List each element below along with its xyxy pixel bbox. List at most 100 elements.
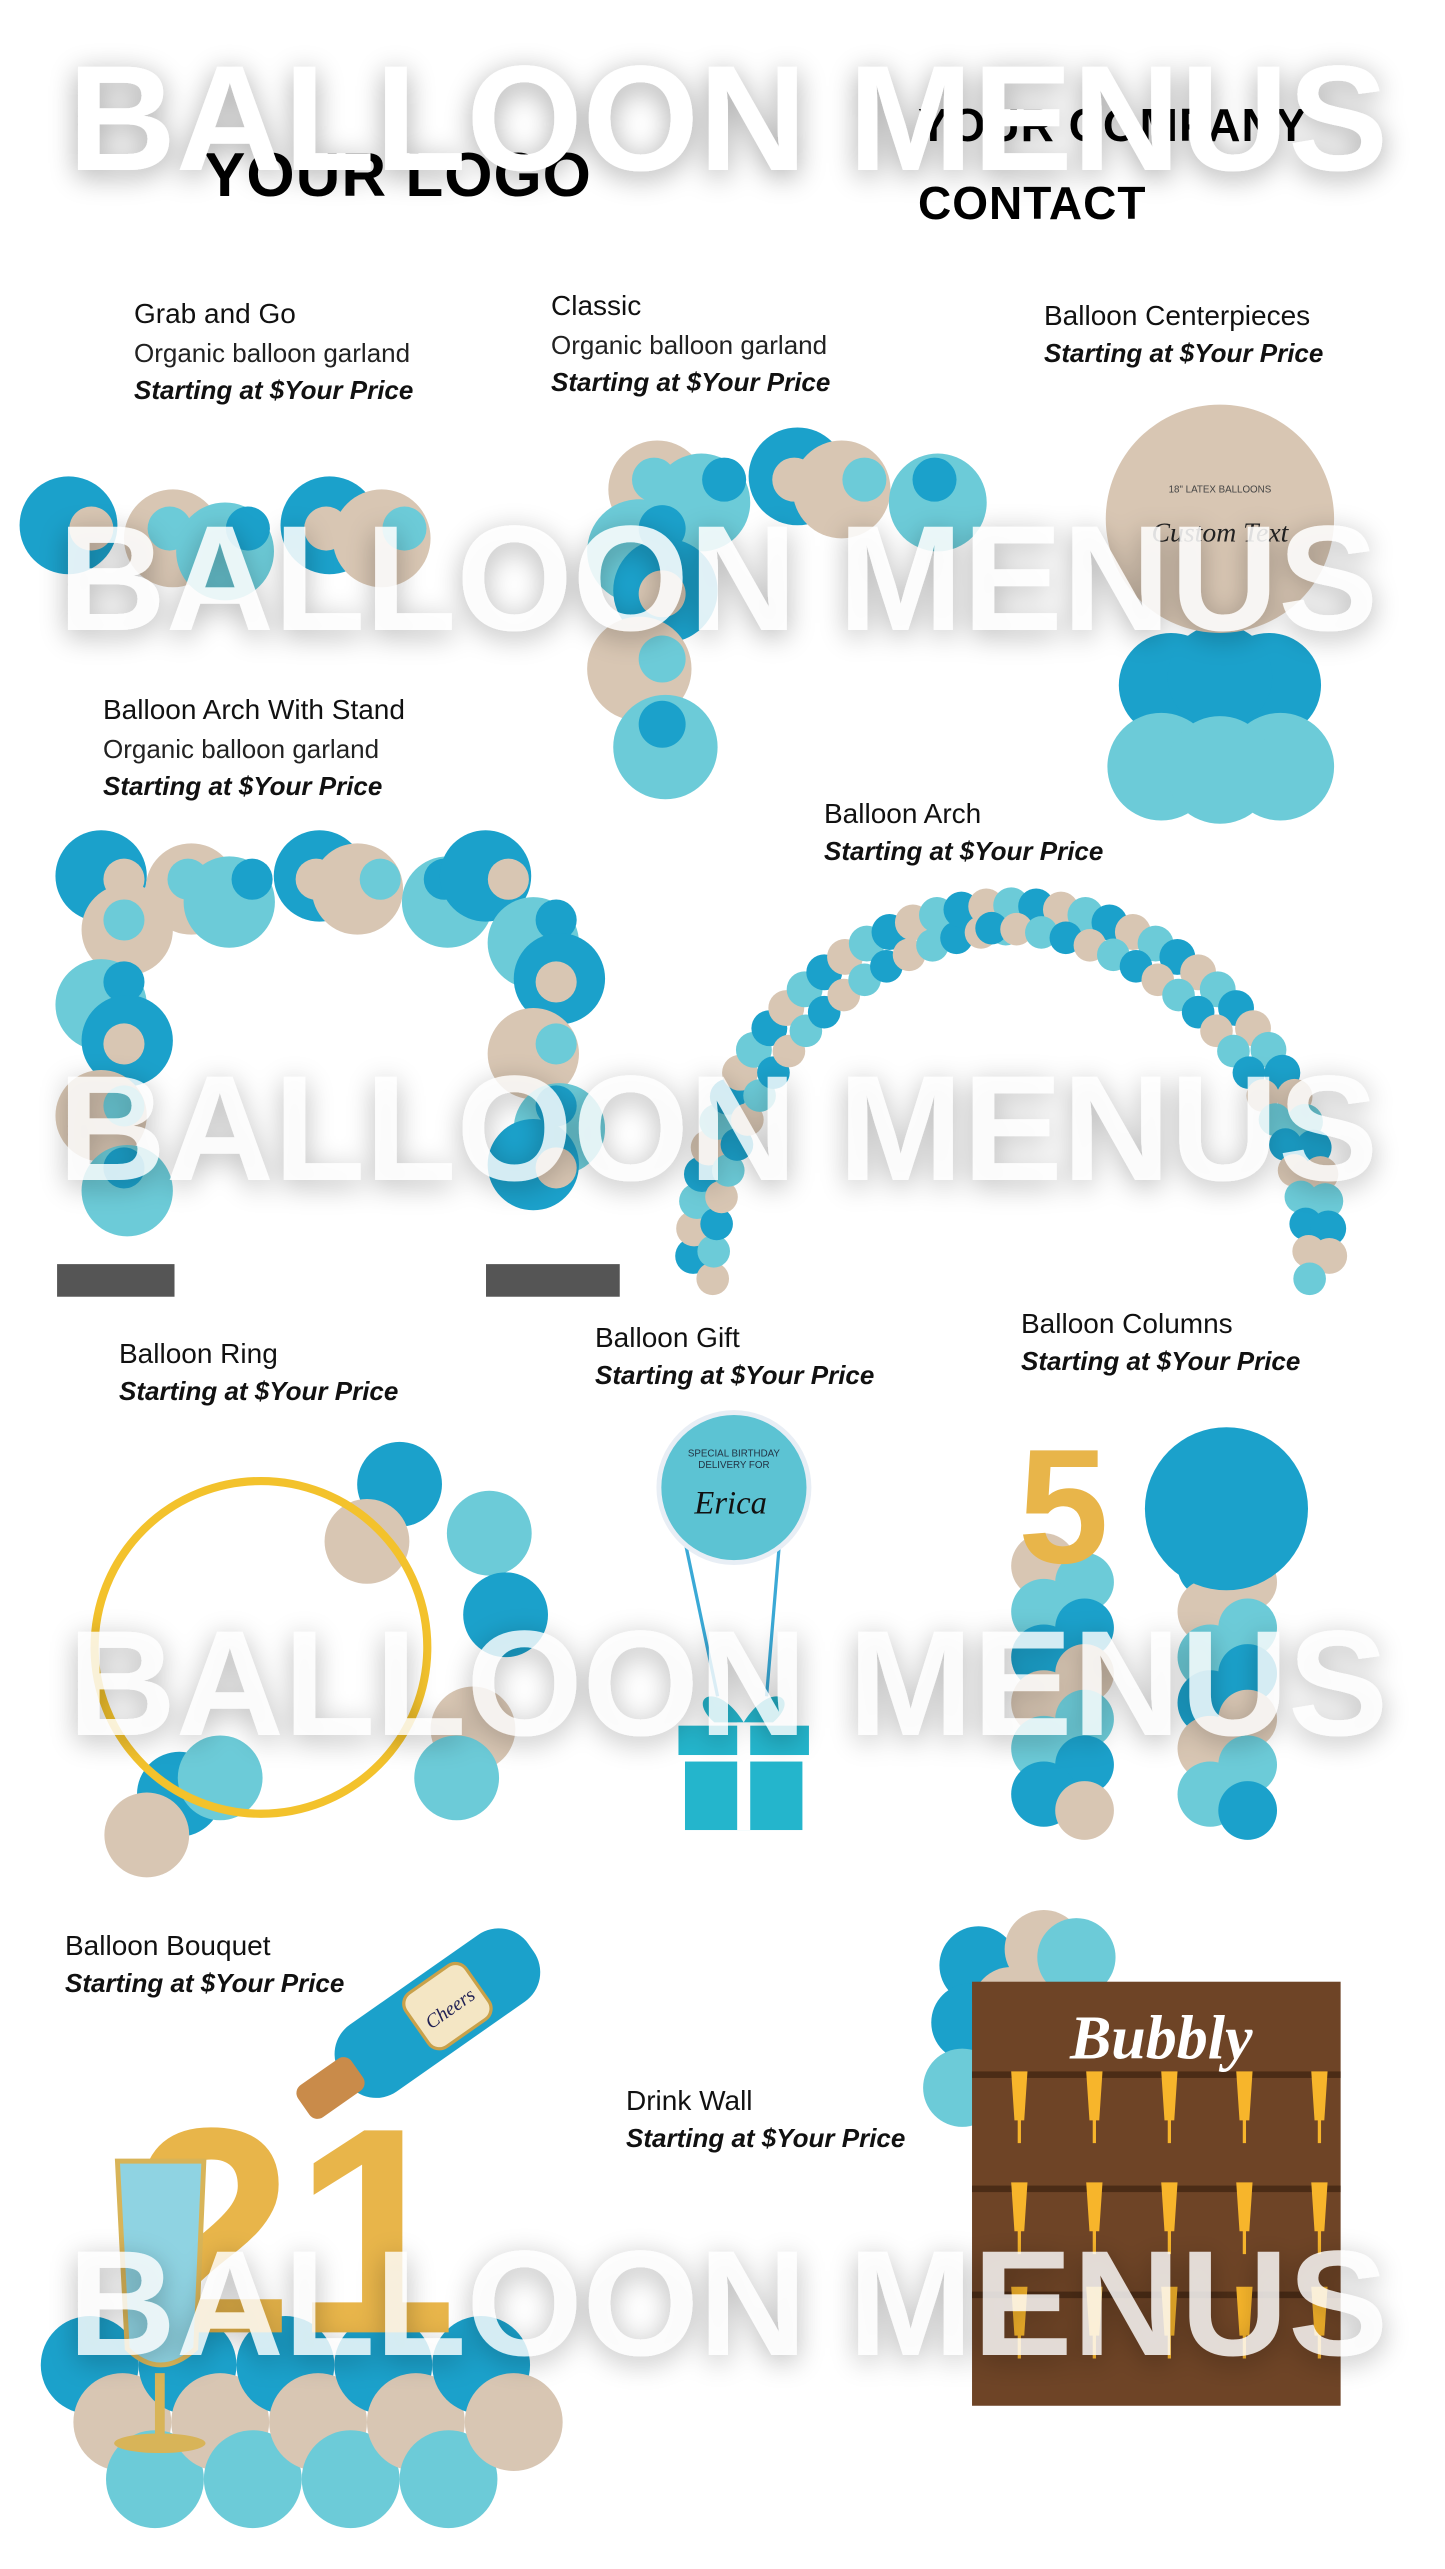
champagne-flute-icon: [1086, 2182, 1103, 2255]
balloon: [535, 961, 577, 1003]
menu-item-balloon-columns: Balloon Columns Starting at $Your Price: [1021, 1306, 1300, 1378]
arch-stand-right: [486, 1264, 620, 1297]
gift-line1: SPECIAL BIRTHDAY: [688, 1449, 781, 1460]
balloon: [535, 1147, 577, 1189]
gift-line2: DELIVERY FOR: [698, 1460, 769, 1471]
balloon: [225, 506, 270, 551]
item-price: Starting at $Your Price: [65, 1968, 345, 1998]
item-price: Starting at $Your Price: [824, 836, 1104, 866]
balloon: [104, 1792, 190, 1878]
arch-stand-left: [57, 1264, 175, 1297]
balloon: [414, 1735, 500, 1821]
champagne-flute-icon: [1161, 2286, 1178, 2359]
item-subtitle: Organic balloon garland: [134, 338, 411, 368]
item-subtitle: Organic balloon garland: [103, 734, 380, 764]
balloon: [1277, 1154, 1311, 1187]
item-title: Balloon Arch With Stand: [103, 694, 405, 725]
balloon: [1167, 624, 1273, 730]
gift-name: Erica: [693, 1486, 766, 1522]
item-price: Starting at $Your Price: [1021, 1346, 1301, 1376]
balloon: [638, 700, 686, 748]
balloon: [705, 1180, 738, 1214]
balloon: [842, 457, 887, 502]
item-title: Balloon Ring: [119, 1338, 278, 1369]
balloon: [912, 457, 957, 502]
gift-string: [683, 1541, 720, 1697]
balloon: [700, 1207, 733, 1241]
centerpiece-label: 18" LATEX BALLOONS: [1169, 485, 1272, 496]
menu-item-arch-with-stand: Balloon Arch With Stand Organic balloon …: [103, 692, 405, 802]
champagne-flute-icon: [1086, 2286, 1103, 2359]
balloon: [1000, 912, 1033, 946]
balloon: [731, 1103, 764, 1136]
balloon: [103, 1147, 145, 1189]
balloon: [535, 1023, 577, 1065]
champagne-flute-icon: [1311, 2182, 1328, 2255]
item-price: Starting at $Your Price: [551, 366, 831, 397]
column-number: 5: [1018, 1415, 1109, 1598]
balloon: [1055, 1781, 1114, 1840]
column-top-balloon: [1144, 1427, 1309, 1591]
balloon: [638, 570, 686, 618]
balloon: [1025, 916, 1058, 949]
balloon: [203, 2430, 302, 2529]
balloon: [638, 635, 686, 683]
item-price: Starting at $Your Price: [134, 374, 414, 405]
champagne-glass-balloon: [114, 2158, 207, 2454]
drink-wall-sign: Bubbly: [1069, 2004, 1253, 2072]
champagne-flute-icon: [1311, 2286, 1328, 2359]
balloon: [1302, 1156, 1339, 1193]
item-price: Starting at $Your Price: [626, 2123, 906, 2153]
centerpiece-script: Custom Text: [1152, 517, 1290, 548]
item-title: Balloon Arch: [824, 798, 982, 829]
champagne-flute-icon: [1086, 2071, 1103, 2144]
menu-item-balloon-ring: Balloon Ring Starting at $Your Price: [119, 1336, 398, 1408]
balloon: [702, 457, 747, 502]
centerpiece-balloon: [1105, 404, 1335, 633]
champagne-flute-icon: [1161, 2182, 1178, 2255]
champagne-flute-icon: [1236, 2071, 1253, 2144]
item-price: Starting at $Your Price: [1044, 338, 1324, 368]
balloon: [1258, 1103, 1292, 1136]
balloon-ring-frame: [90, 1476, 432, 1818]
balloon: [487, 858, 529, 900]
balloon: [106, 2430, 204, 2529]
item-title: Balloon Centerpieces: [1044, 300, 1311, 331]
champagne-flutes: [1011, 2071, 1328, 2359]
balloon: [463, 1572, 548, 1658]
balloon: [301, 2430, 400, 2529]
champagne-flute-icon: [1011, 2071, 1028, 2144]
balloon: [940, 921, 973, 955]
item-price: Starting at $Your Price: [119, 1376, 399, 1406]
menu-item-balloon-gift: Balloon Gift Starting at $Your Price: [595, 1320, 874, 1392]
item-title: Classic: [551, 290, 642, 321]
champagne-flute-icon: [1011, 2182, 1028, 2255]
item-title: Balloon Columns: [1021, 1308, 1233, 1339]
item-title: Balloon Gift: [595, 1322, 740, 1353]
balloon: [1307, 1183, 1344, 1220]
item-title: Balloon Bouquet: [65, 1930, 271, 1961]
menu-item-balloon-arch: Balloon Arch Starting at $Your Price: [824, 796, 1103, 868]
balloon: [103, 1085, 145, 1127]
balloon: [535, 1085, 577, 1127]
item-title: Drink Wall: [626, 2085, 753, 2116]
balloon: [696, 1262, 730, 1296]
item-subtitle: Organic balloon garland: [551, 330, 828, 360]
item-title: Grab and Go: [134, 298, 296, 329]
balloon: [1293, 1262, 1326, 1296]
champagne-flute-icon: [1311, 2071, 1328, 2144]
balloon: [1269, 1128, 1302, 1161]
menu-item-grab-and-go: Grab and Go Organic balloon garland Star…: [134, 296, 413, 406]
menu-item-centerpieces: Balloon Centerpieces Starting at $Your P…: [1044, 298, 1323, 370]
gift-balloon: [656, 1410, 812, 1566]
balloon: [975, 911, 1008, 945]
balloon: [69, 506, 114, 551]
balloon: [359, 858, 401, 900]
balloon: [103, 899, 145, 941]
company-contact: CONTACT: [918, 177, 1147, 229]
champagne-bottle-balloon: Cheers: [296, 1928, 541, 2119]
balloon: [464, 2373, 563, 2471]
item-price: Starting at $Your Price: [103, 770, 383, 801]
balloon: [1037, 1918, 1116, 1997]
